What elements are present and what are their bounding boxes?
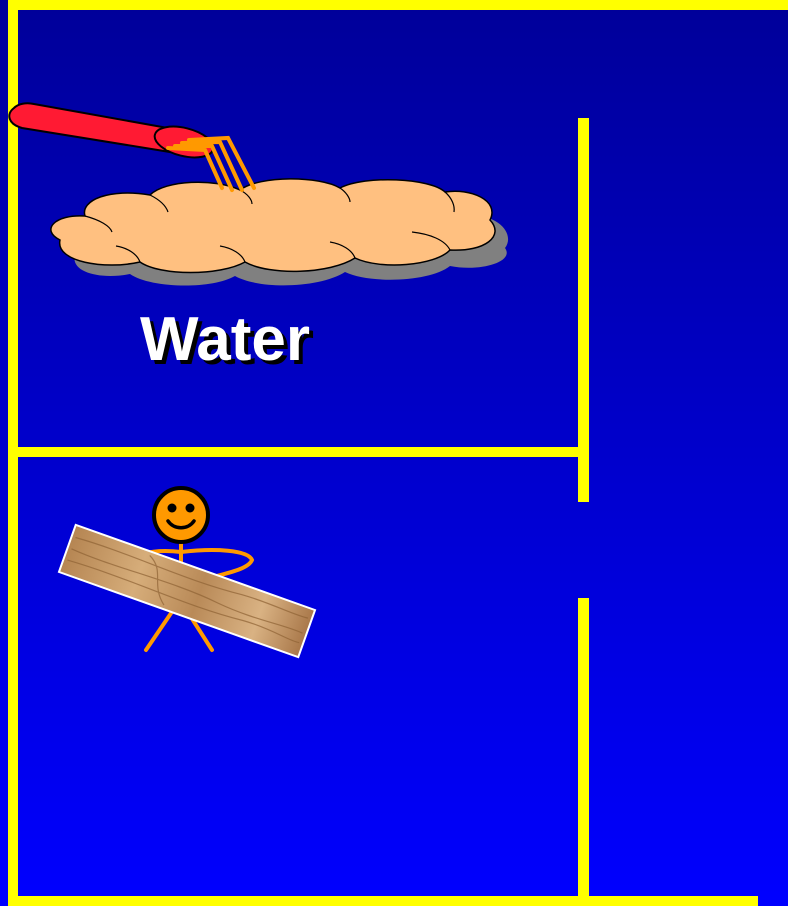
divider-wall (18, 447, 580, 457)
water-label: Water (140, 300, 380, 380)
inner-wall-lower (578, 598, 589, 906)
inner-wall-upper (578, 118, 589, 502)
water-cloud-icon (51, 179, 495, 273)
bottom-wall (8, 896, 758, 906)
left-wall (8, 0, 18, 906)
top-wall (8, 0, 788, 10)
figure-face (154, 488, 208, 542)
figure-right-eye (186, 504, 195, 513)
figure-head (154, 488, 208, 542)
figure-left-eye (168, 504, 177, 513)
